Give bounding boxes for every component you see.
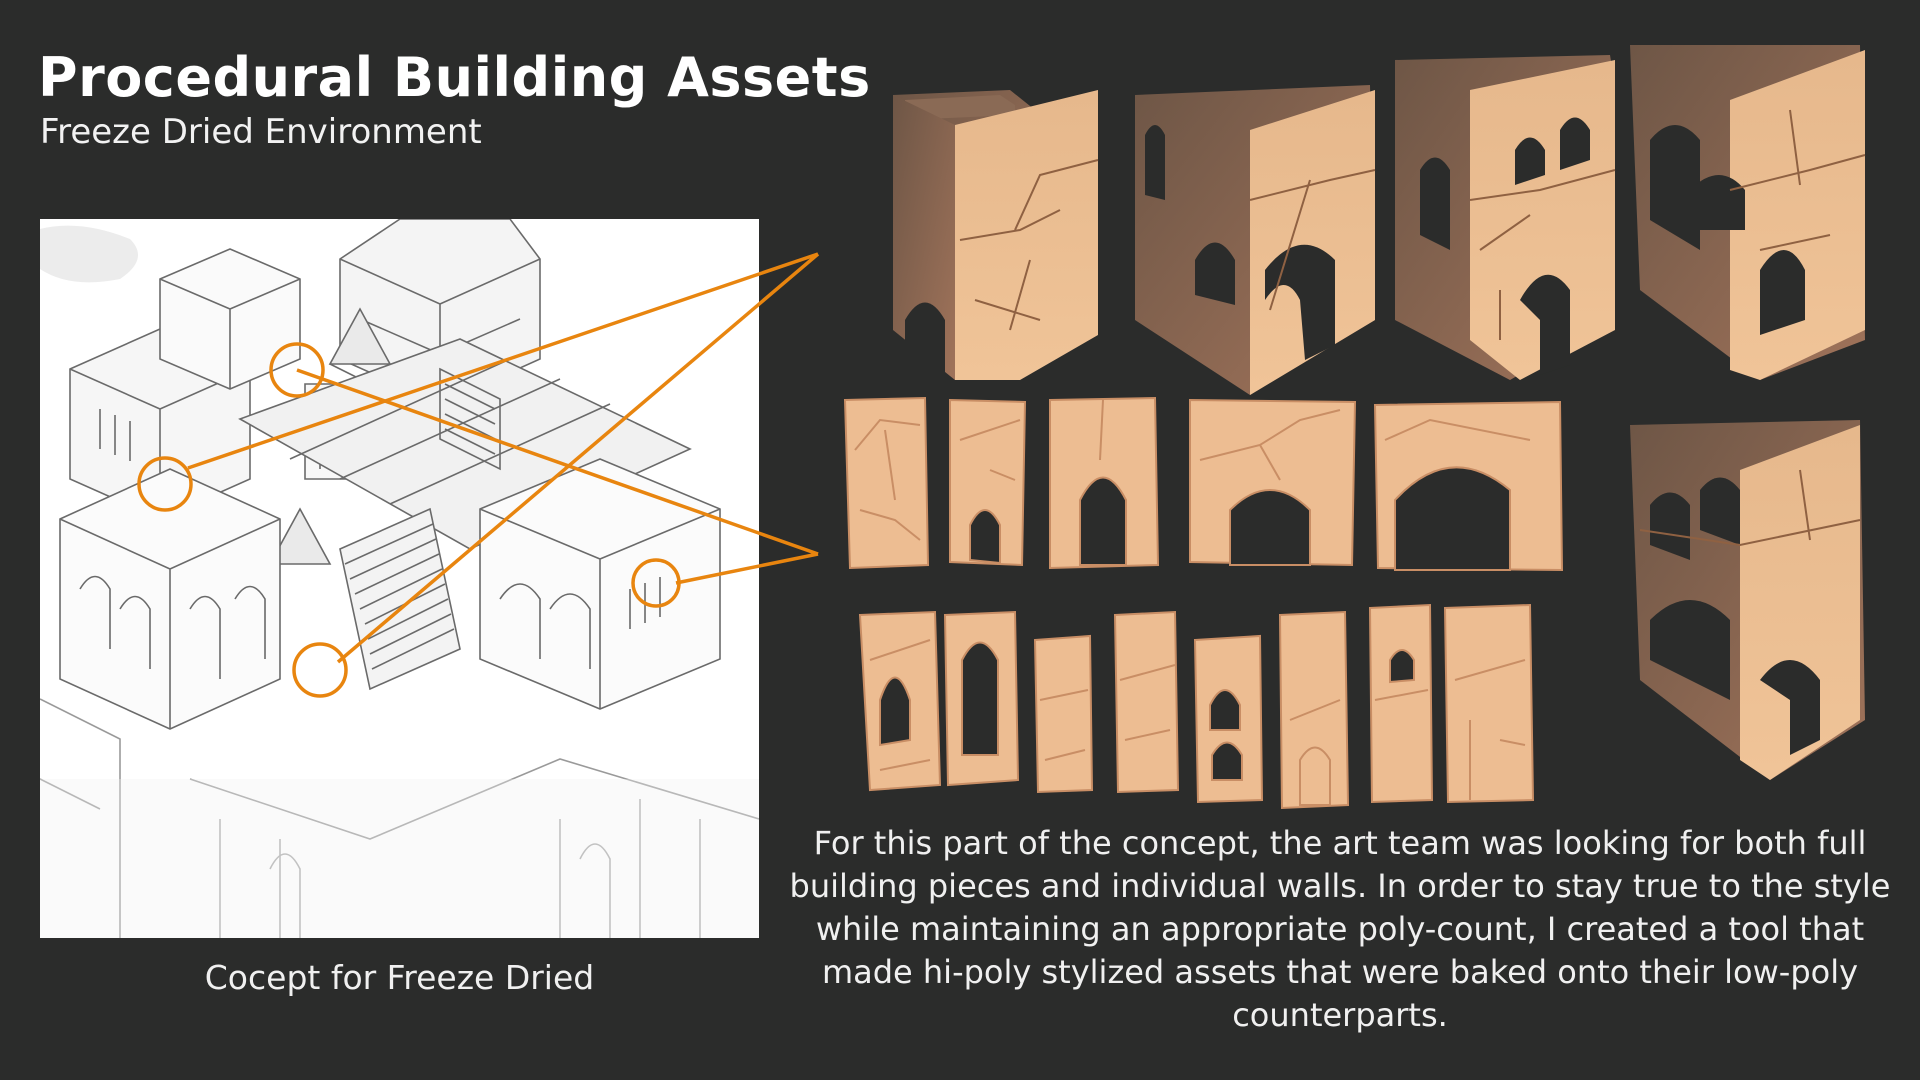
building-block-1 <box>893 90 1099 380</box>
concept-caption: Cocept for Freeze Dried <box>204 958 595 997</box>
building-block-3 <box>1395 55 1616 380</box>
description-text: For this part of the concept, the art te… <box>789 824 1891 1034</box>
wall-panel-12 <box>1368 603 1434 804</box>
wall-panel-4 <box>1189 398 1357 567</box>
concept-art-image <box>40 219 759 938</box>
wall-panel-5 <box>1373 400 1564 572</box>
wall-panel-9 <box>1113 610 1180 794</box>
wall-panel-11 <box>1278 610 1350 810</box>
wall-panel-13 <box>1443 603 1535 804</box>
building-block-4 <box>1630 45 1866 380</box>
wall-panel-3 <box>1049 396 1160 570</box>
wall-panel-6 <box>858 610 942 792</box>
wall-panel-1 <box>843 396 930 570</box>
page-title: Procedural Building Assets <box>38 46 871 109</box>
building-block-5 <box>1630 420 1865 780</box>
building-block-2 <box>1135 85 1376 395</box>
wall-panel-2 <box>949 398 1027 567</box>
wall-panel-10 <box>1193 634 1264 804</box>
page-subtitle: Freeze Dried Environment <box>40 112 482 152</box>
wall-panel-8 <box>1033 634 1094 794</box>
wall-panel-7 <box>943 610 1020 787</box>
